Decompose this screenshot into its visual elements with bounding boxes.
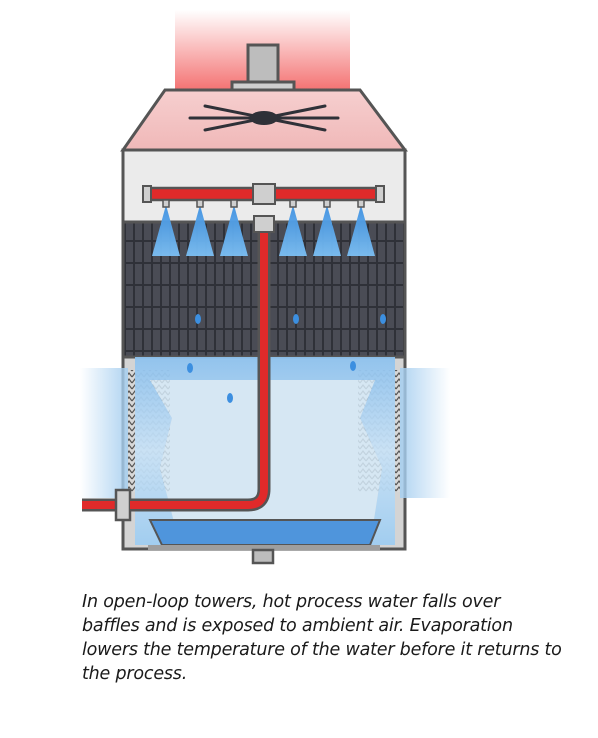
cold-water-basin — [148, 519, 382, 546]
diagram-caption: In open-loop towers, hot process water f… — [82, 592, 562, 684]
ambient-air-inlet-right — [400, 368, 450, 498]
basin-floor — [148, 545, 380, 550]
basin-drain — [251, 548, 275, 565]
fan-icon — [188, 104, 340, 132]
ambient-air-inlet-left — [80, 368, 128, 498]
fan-motor-housing — [246, 43, 280, 89]
water-droplet-icon — [187, 314, 386, 403]
hot-water-supply-pipe — [82, 215, 275, 522]
spray-nozzle-icon — [152, 205, 375, 256]
cooling-tower-diagram — [80, 10, 450, 565]
hot-water-header-pipe — [142, 183, 385, 208]
